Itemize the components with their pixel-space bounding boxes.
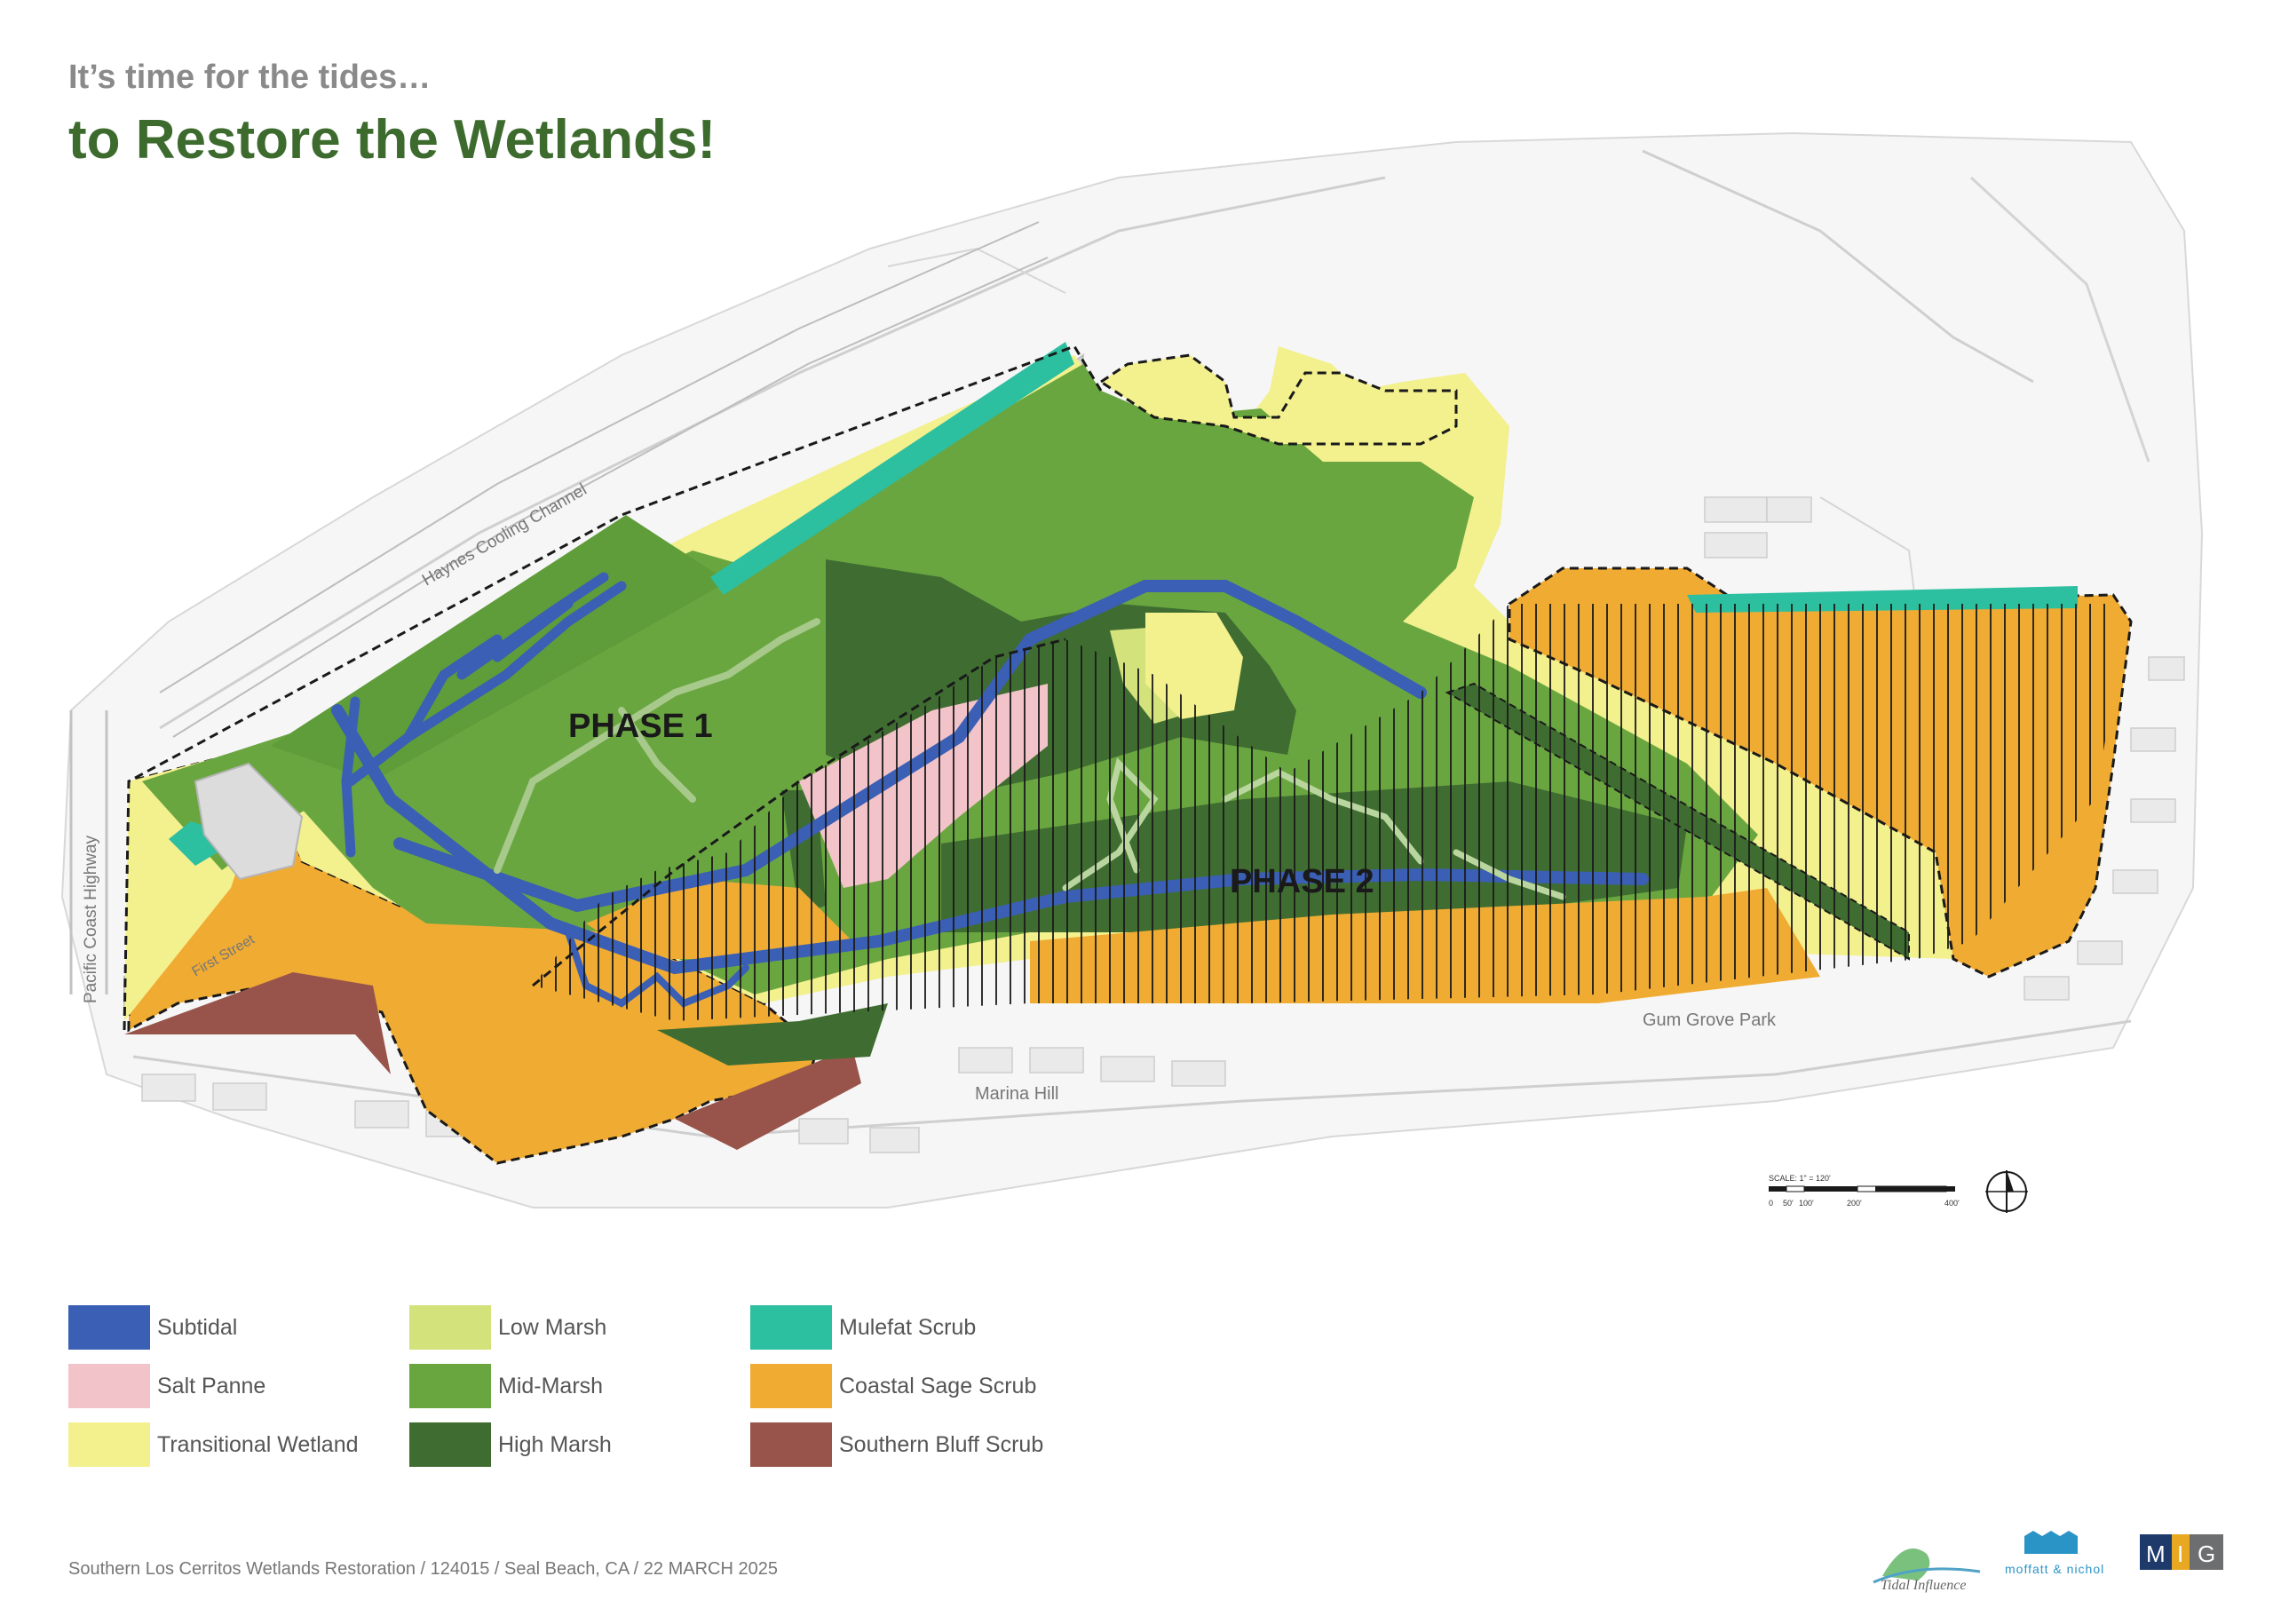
mig-box-m — [2140, 1534, 2172, 1570]
legend-item-low-marsh: Low Marsh — [409, 1305, 606, 1350]
haynes-channel-bank-1 — [159, 221, 1040, 693]
north-arrow-icon — [1985, 1170, 2028, 1213]
phase1-label: PHASE 1 — [568, 708, 713, 745]
zone-north-lobe — [1098, 353, 1458, 446]
legend-swatch — [68, 1305, 150, 1350]
label-marina-hill: Marina Hill — [975, 1084, 1058, 1104]
legend-label: Mid-Marsh — [498, 1373, 604, 1398]
scale-title: SCALE: 1" = 120' — [1769, 1174, 1831, 1183]
zone-bluff-west — [124, 972, 391, 1074]
legend-label: Subtidal — [157, 1314, 238, 1340]
scale-seg-2 — [1786, 1185, 1805, 1192]
label-pacific-coast-highway: Pacific Coast Highway — [82, 835, 100, 1003]
housing-blocks — [141, 496, 2185, 1153]
mig-box-i — [2172, 1534, 2190, 1570]
partner-logos: Tidal Influence moffatt & nichol M I G — [1873, 1531, 2223, 1593]
legend-label: Mulefat Scrub — [839, 1314, 977, 1340]
scale-seg-1 — [1769, 1186, 1786, 1192]
habitat-legend: Subtidal Salt Panne Transitional Wetland… — [68, 1305, 1089, 1483]
tidal-influence-text: Tidal Influence — [1881, 1578, 1966, 1593]
footer-credit: Southern Los Cerritos Wetlands Restorati… — [68, 1559, 778, 1579]
legend-label: Low Marsh — [498, 1314, 607, 1340]
legend-item-subtidal: Subtidal — [68, 1305, 237, 1350]
habitat-zones — [123, 342, 2133, 1165]
basemap-road-4 — [1969, 176, 2150, 463]
legend-swatch — [409, 1305, 491, 1350]
legend-item-mulefat: Mulefat Scrub — [750, 1305, 976, 1350]
basemap-road-5 — [887, 247, 1066, 294]
scale-seg-3 — [1804, 1186, 1857, 1192]
mig-logo: M I G — [2140, 1534, 2223, 1570]
zone-bluff-south — [675, 1048, 861, 1150]
legend-swatch — [750, 1305, 832, 1350]
zone-high-marsh-lower — [657, 1003, 888, 1066]
legend-swatch — [68, 1422, 150, 1467]
legend-swatch — [409, 1422, 491, 1467]
legend-label: Southern Bluff Scrub — [839, 1431, 1044, 1457]
subtidal-west-branches — [341, 572, 627, 858]
marsh-creek-west — [494, 618, 820, 874]
legend-swatch — [750, 1364, 832, 1408]
legend-swatch — [750, 1422, 832, 1467]
tidal-influence-logo: Tidal Influence — [1873, 1548, 1981, 1593]
scale-seg-5 — [1875, 1186, 1955, 1192]
scale-tick-200: 200' — [1847, 1199, 1862, 1208]
main-headline: to Restore the Wetlands! — [68, 109, 717, 170]
haynes-channel-bank-2 — [172, 257, 1049, 738]
phase1-boundary — [123, 345, 1103, 1031]
legend-item-bluff: Southern Bluff Scrub — [750, 1422, 1043, 1467]
legend-item-coastal-sage: Coastal Sage Scrub — [750, 1364, 1036, 1408]
parking-lot — [194, 762, 304, 881]
zone-mulefat-channel — [710, 342, 1074, 595]
kicker-heading: It’s time for the tides… — [68, 59, 432, 96]
phase-divider — [532, 638, 1066, 987]
legend-label: Salt Panne — [157, 1373, 266, 1398]
moffatt-nichol-logo: moffatt & nichol — [2005, 1531, 2104, 1576]
phase2-hatch-area — [533, 604, 2113, 1021]
legend-swatch — [68, 1364, 150, 1408]
legend-item-salt-panne: Salt Panne — [68, 1364, 265, 1408]
basemap-road-2 — [1642, 149, 2034, 384]
label-gum-grove-park: Gum Grove Park — [1643, 1010, 1777, 1030]
scale-bar: SCALE: 1" = 120' 0 50' 100' 200' 400' — [1769, 1174, 1960, 1208]
legend-item-high-marsh: High Marsh — [409, 1422, 612, 1467]
legend-label: Transitional Wetland — [157, 1431, 359, 1457]
legend-label: Coastal Sage Scrub — [839, 1373, 1037, 1398]
phase2-label: PHASE 2 — [1230, 863, 1374, 900]
mig-letter-m: M — [2146, 1541, 2166, 1567]
moffatt-nichol-text: moffatt & nichol — [2005, 1562, 2104, 1576]
mig-box-g — [2190, 1534, 2223, 1570]
scale-tick-100: 100' — [1799, 1199, 1814, 1208]
basemap-road-1 — [159, 176, 1386, 730]
scale-tick-0: 0 — [1769, 1199, 1773, 1208]
mig-letter-g: G — [2198, 1541, 2215, 1567]
mig-letter-i: I — [2177, 1541, 2183, 1567]
legend-label: High Marsh — [498, 1431, 612, 1457]
scale-tick-400: 400' — [1944, 1199, 1960, 1208]
legend-item-transitional: Transitional Wetland — [68, 1422, 359, 1467]
legend-swatch — [409, 1364, 491, 1408]
legend-item-mid-marsh: Mid-Marsh — [409, 1364, 603, 1408]
scale-tick-50: 50' — [1783, 1199, 1794, 1208]
